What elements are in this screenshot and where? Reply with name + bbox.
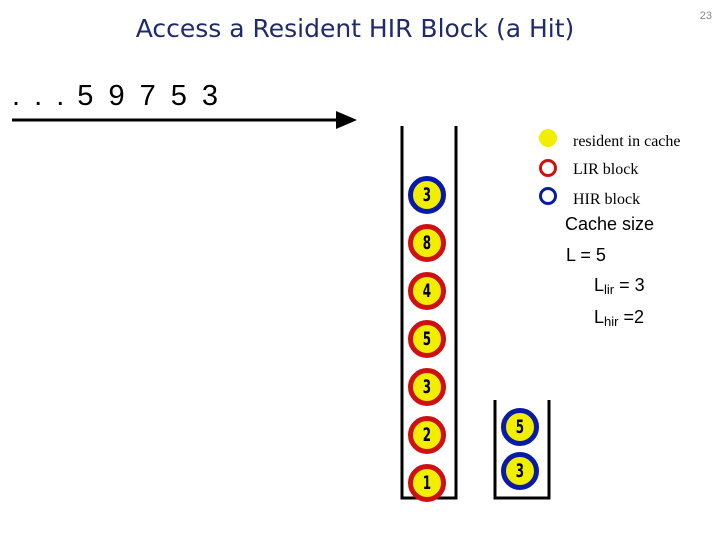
block-lir: 2: [408, 416, 446, 454]
lir-legend-label: LIR block: [573, 161, 639, 178]
sequence-item: 3: [201, 80, 219, 112]
block-label: 3: [422, 376, 432, 398]
block-label: 3: [422, 184, 432, 206]
block-lir: 5: [408, 320, 446, 358]
block-label: 8: [422, 232, 432, 254]
block-lir: 4: [408, 272, 446, 310]
block-lir: 8: [408, 224, 446, 262]
block-label: 3: [515, 460, 525, 482]
sequence-item: 5: [77, 80, 95, 112]
sequence-item: 7: [139, 80, 157, 112]
lir-size: Llir = 3: [594, 275, 645, 297]
lir-size-subscript: lir: [604, 282, 615, 297]
hir-legend-label: HIR block: [573, 191, 641, 208]
block-hir: 3: [408, 176, 446, 214]
sequence-item: 5: [170, 80, 188, 112]
lir-size-value: = 3: [614, 275, 645, 295]
block-label: 5: [422, 328, 432, 350]
block-hir: 3: [501, 452, 539, 490]
slide-title: Access a Resident HIR Block (a Hit): [135, 14, 575, 43]
block-lir: 1: [408, 464, 446, 502]
page-number: 23: [699, 10, 712, 22]
hir-size-symbol: L: [594, 307, 605, 327]
cache-size-total: L = 5: [566, 245, 606, 265]
cache-size-title: Cache size: [565, 214, 655, 234]
hir-size-value: =2: [618, 307, 644, 327]
block-label: 1: [422, 472, 432, 494]
resident-legend-label: resident in cache: [573, 133, 681, 150]
sequence-ellipsis: . . .: [12, 80, 68, 112]
resident-legend-dot: [539, 129, 557, 147]
hir-legend-dot: [539, 187, 557, 205]
sequence-item: 9: [108, 80, 126, 112]
block-lir: 3: [408, 368, 446, 406]
block-label: 2: [422, 424, 432, 446]
block-hir: 5: [501, 408, 539, 446]
sequence-arrow: [12, 111, 357, 129]
block-label: 5: [515, 416, 525, 438]
hir-size-subscript: hir: [604, 314, 619, 329]
lir-size-symbol: L: [594, 275, 605, 295]
block-label: 4: [422, 280, 432, 302]
lir-legend-dot: [539, 159, 557, 177]
hir-size: Lhir =2: [594, 307, 644, 329]
stack-q-container: [493, 400, 551, 500]
